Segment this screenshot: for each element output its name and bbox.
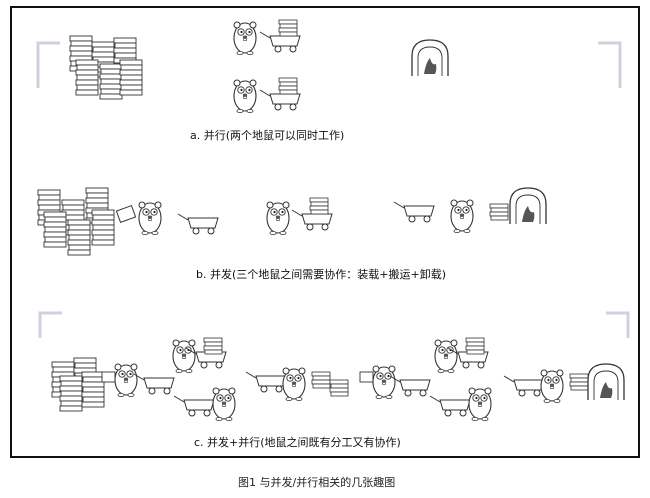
panel-a-gopher-bottom [233, 77, 301, 114]
panel-b-loader-gopher [115, 201, 219, 236]
panel-c-loader-gopher [101, 363, 175, 398]
panel-b-unloader-gopher [393, 187, 547, 234]
panel-c-bracket [38, 311, 630, 338]
panel-c-book-stacks [51, 357, 105, 412]
panel-c-carrier-gopher-3 [434, 337, 489, 374]
panel-c-carrier-gopher-1 [172, 337, 227, 374]
panel-a-book-stacks [69, 35, 143, 100]
panel-c-caption: c. 并发+并行(地鼠之间既有分工又有协作) [194, 436, 401, 449]
panel-c-relay-gopher [245, 367, 349, 402]
panel-b-caption: b. 并发(三个地鼠之间需要协作：装载+搬运+卸载) [196, 268, 446, 281]
panel-a-bracket [36, 41, 622, 88]
panel-a-caption: a. 并行(两个地鼠可以同时工作) [190, 129, 345, 142]
panel-c-carrier-gopher-4 [429, 387, 492, 422]
panel-b-carrier-gopher [266, 197, 333, 236]
panel-c-loader-gopher-2 [359, 365, 431, 400]
panel-c-carrier-gopher-2 [173, 387, 236, 422]
panel-a-gopher-top [233, 19, 301, 56]
panel-c-unloader-gopher [503, 363, 625, 404]
panel-b-book-stacks [37, 187, 115, 256]
figure-caption: 图1 与并发/并行相关的几张趣图 [238, 476, 396, 489]
panel-a-furnace [411, 39, 449, 77]
